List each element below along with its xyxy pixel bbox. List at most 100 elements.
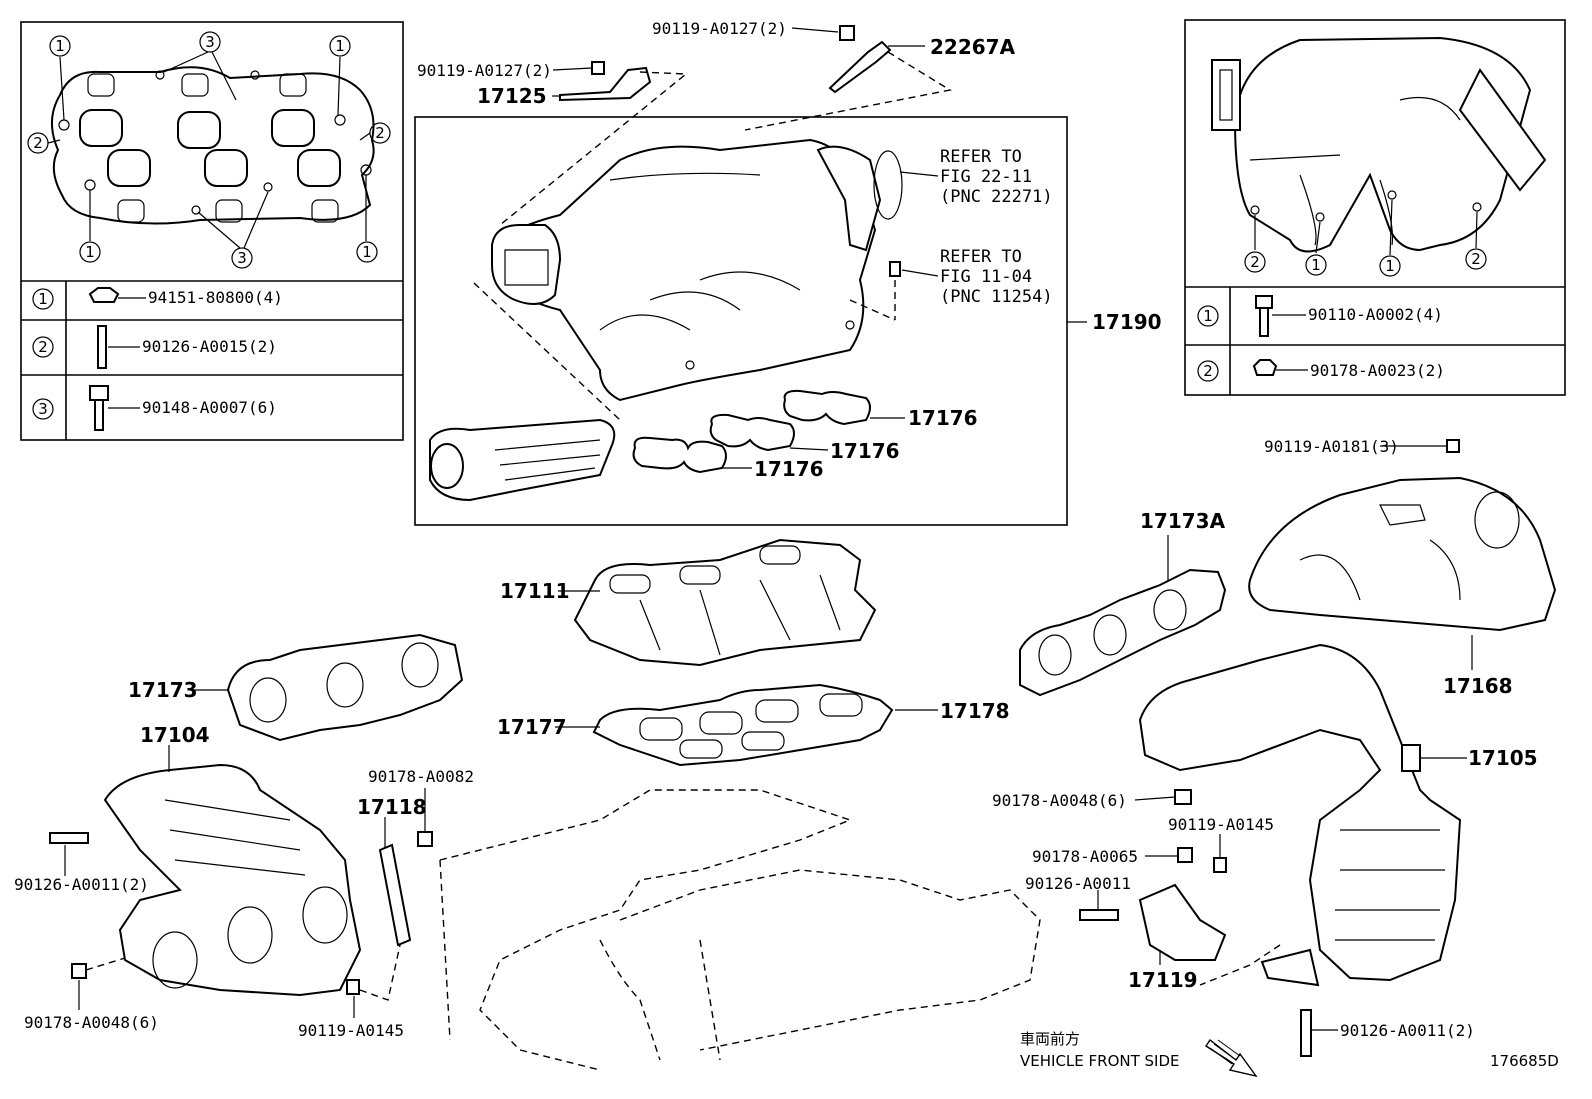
- exhaust-manifold-17104: [103, 763, 362, 997]
- label-90119-A0145-left: 90119-A0145: [298, 1021, 404, 1040]
- label-17173A: 17173A: [1140, 509, 1226, 533]
- label-90178-A0065: 90178-A0065: [1032, 847, 1138, 866]
- bolt-90119-A0145-left: [346, 979, 360, 995]
- label-90178-A0048-right: 90178-A0048(6): [992, 791, 1127, 810]
- marker-1-top-right: 1: [329, 35, 351, 57]
- label-17190: 17190: [1092, 310, 1162, 334]
- stay-17118: [378, 831, 433, 947]
- label-17178: 17178: [940, 699, 1010, 723]
- exhaust-manifold-converter-17105: [1138, 643, 1462, 987]
- marker-1-bottom-left: 1: [79, 241, 101, 263]
- marker-1-bottom-right: 1: [356, 241, 378, 263]
- stud-90126-A0011-left: [49, 832, 89, 844]
- svg-text:REFER TO: REFER TO: [940, 147, 1022, 167]
- right-marker-2-right: 2: [1465, 248, 1487, 270]
- right-inset: 2 1 1 2 1 90110-A0002(4) 2 90178-A0023(2…: [1184, 19, 1566, 396]
- label-90178-A0048-left: 90178-A0048(6): [24, 1013, 159, 1032]
- svg-text:2: 2: [38, 338, 48, 356]
- svg-text:1: 1: [335, 37, 345, 55]
- nut-90178-A0048-right: [1174, 789, 1192, 805]
- left-inset-frame: [20, 21, 404, 441]
- right-marker-1-b: 1: [1379, 255, 1401, 277]
- left-legend-row-1: 1 94151-80800(4): [32, 287, 283, 310]
- intake-manifold-lower-17111: [573, 538, 877, 667]
- nut-icon: [88, 287, 120, 303]
- right-marker-1-a: 1: [1305, 254, 1327, 276]
- stud-90126-A0011-right: [1300, 1009, 1312, 1057]
- label-17168: 17168: [1443, 674, 1513, 698]
- gasket-17177-17178: [592, 683, 894, 767]
- svg-text:3: 3: [205, 33, 215, 51]
- direction-label-en: VEHICLE FRONT SIDE: [1020, 1052, 1180, 1070]
- intake-cover-part: [429, 418, 616, 502]
- svg-text:94151-80800(4): 94151-80800(4): [148, 288, 283, 307]
- bolt-icon: [89, 385, 109, 431]
- label-17173: 17173: [128, 678, 198, 702]
- svg-text:FIG 11-04: FIG 11-04: [940, 267, 1032, 287]
- svg-text:90148-A0007(6): 90148-A0007(6): [142, 398, 277, 417]
- label-22267A: 22267A: [930, 35, 1016, 59]
- intake-manifold-rear-view: [1211, 36, 1547, 253]
- marker-3-bottom: 3: [231, 247, 253, 269]
- nut-icon: [1252, 359, 1278, 376]
- svg-text:1: 1: [38, 290, 48, 308]
- label-90119-A0181: 90119-A0181(3): [1264, 437, 1399, 456]
- right-marker-2-left: 2: [1244, 251, 1266, 273]
- label-90126-A0011-left: 90126-A0011(2): [14, 875, 149, 894]
- nut-90178-A0048-left: [71, 963, 87, 979]
- left-legend-row-2: 2 90126-A0015(2): [32, 325, 277, 369]
- label-17105: 17105: [1468, 746, 1538, 770]
- upper-intake-group: REFER TO FIG 22-11 (PNC 22271) REFER TO …: [414, 25, 1068, 526]
- bracket-17119: [1079, 847, 1227, 961]
- svg-text:1: 1: [1385, 257, 1395, 275]
- label-17125: 17125: [477, 84, 547, 108]
- svg-text:FIG 22-11: FIG 22-11: [940, 167, 1032, 187]
- bracket-17125: [559, 61, 652, 102]
- label-90126-A0011-right: 90126-A0011(2): [1340, 1021, 1475, 1040]
- svg-text:1: 1: [1203, 307, 1213, 325]
- engine-outline: [439, 789, 1041, 1071]
- svg-text:90178-A0023(2): 90178-A0023(2): [1310, 361, 1445, 380]
- upper-intake-frame: [414, 116, 1068, 526]
- svg-text:2: 2: [1250, 253, 1260, 271]
- svg-text:3: 3: [38, 400, 48, 418]
- exhaust-gasket-17173: [226, 633, 464, 742]
- svg-text:90126-A0015(2): 90126-A0015(2): [142, 337, 277, 356]
- gaskets-17176: [632, 389, 871, 474]
- svg-text:1: 1: [362, 243, 372, 261]
- label-17118: 17118: [357, 795, 427, 819]
- exhaust-gasket-17173A: [1019, 568, 1227, 697]
- svg-text:1: 1: [55, 37, 65, 55]
- svg-text:3: 3: [237, 249, 247, 267]
- svg-text:2: 2: [1471, 250, 1481, 268]
- label-90178-A0082: 90178-A0082: [368, 767, 474, 786]
- bracket-22267A: [828, 25, 892, 94]
- marker-1-top-left: 1: [49, 35, 71, 57]
- left-inset: 1 1 3 2 2 1 3 1 1 94151-80800(4) 2 90126…: [20, 21, 404, 441]
- left-legend-row-3: 3 90148-A0007(6): [32, 385, 277, 431]
- label-90119-A0127-top: 90119-A0127(2): [652, 19, 787, 38]
- label-17176-b: 17176: [830, 439, 900, 463]
- bolt-icon: [1255, 295, 1273, 337]
- right-inset-frame: [1184, 19, 1566, 396]
- label-17177: 17177: [497, 715, 567, 739]
- svg-text:(PNC 11254): (PNC 11254): [940, 287, 1053, 307]
- svg-text:2: 2: [33, 134, 43, 152]
- svg-text:2: 2: [375, 124, 385, 142]
- right-legend-row-1: 1 90110-A0002(4): [1197, 295, 1443, 337]
- label-17104: 17104: [140, 723, 210, 747]
- label-90119-A0145-right: 90119-A0145: [1168, 815, 1274, 834]
- stud-icon: [97, 325, 107, 369]
- label-17176-a: 17176: [908, 406, 978, 430]
- marker-3-top: 3: [199, 31, 221, 53]
- direction-label-jp: 車両前方: [1020, 1030, 1080, 1048]
- direction-arrow-icon: [1205, 1038, 1258, 1078]
- label-17119: 17119: [1128, 968, 1198, 992]
- right-legend-row-2: 2 90178-A0023(2): [1197, 359, 1445, 382]
- label-17176-c: 17176: [754, 457, 824, 481]
- svg-text:(PNC 22271): (PNC 22271): [940, 187, 1053, 207]
- marker-2-left: 2: [27, 132, 49, 154]
- diagram-id: 176685D: [1490, 1052, 1559, 1070]
- label-90126-A0011-middle: 90126-A0011: [1025, 874, 1131, 893]
